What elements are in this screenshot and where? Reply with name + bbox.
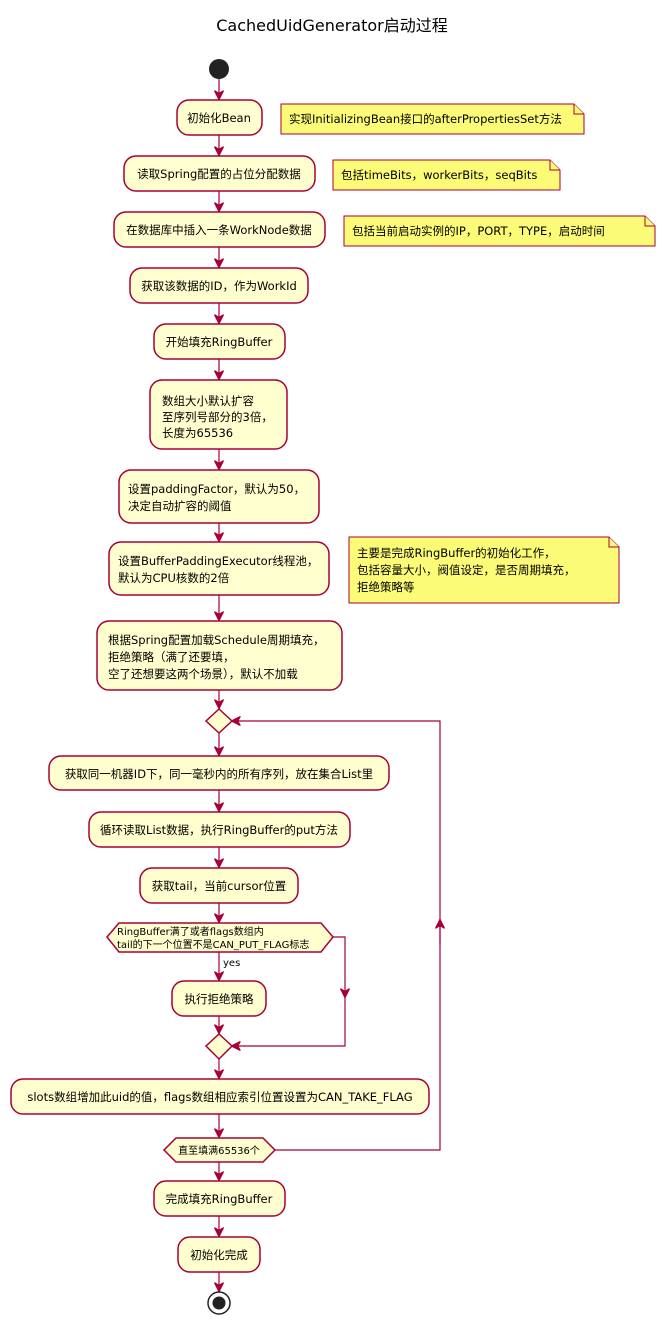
- activity-label-line: 空了还想要这两个场景），默认不加载: [108, 667, 298, 681]
- condition-ringbuffer-full: RingBuffer满了或者flags数组内 tail的下一个位置不是CAN_P…: [106, 922, 334, 953]
- activity-label: 在数据库中插入一条WorkNode数据: [126, 223, 312, 237]
- note-text-line: 包括容量大小，阀值设定，是否周期填充，: [357, 563, 576, 577]
- activity-label: 获取同一机器ID下，同一毫秒内的所有序列，放在集合List里: [65, 767, 373, 781]
- diagram-title: CachedUidGenerator启动过程: [216, 16, 447, 35]
- activity-loop-put: 循环读取List数据，执行RingBuffer的put方法: [88, 811, 351, 848]
- activity-read-spring: 读取Spring配置的占位分配数据: [123, 155, 316, 192]
- condition-label-line: RingBuffer满了或者flags数组内: [117, 925, 264, 938]
- activity-label-line: 设置BufferPaddingExecutor线程池，: [118, 554, 318, 568]
- activity-finish-fill: 完成填充RingBuffer: [153, 1180, 286, 1217]
- activity-padding-executor: 设置BufferPaddingExecutor线程池， 默认为CPU核数的2倍: [108, 541, 330, 596]
- activity-init-bean: 初始化Bean: [176, 99, 263, 136]
- activity-label-line: 拒绝策略（满了还要填，: [108, 650, 235, 664]
- activity-label-line: 默认为CPU核数的2倍: [118, 571, 230, 585]
- activity-slots-update: slots数组增加此uid的值，flags数组相应索引位置设置为CAN_TAKE…: [10, 1078, 430, 1115]
- activity-label: 初始化Bean: [187, 111, 251, 125]
- activity-init-done: 初始化完成: [177, 1236, 261, 1273]
- activity-label: 获取tail，当前cursor位置: [152, 879, 287, 893]
- note-ringbuffer-init: 主要是完成RingBuffer的初始化工作， 包括容量大小，阀值设定，是否周期填…: [348, 536, 620, 604]
- note-initializing-bean: 实现InitializingBean接口的afterPropertiesSet方…: [280, 103, 585, 135]
- note-text: 实现InitializingBean接口的afterPropertiesSet方…: [289, 112, 562, 126]
- activity-padding-factor: 设置paddingFactor，默认为50， 决定自动扩容的阈值: [118, 469, 320, 524]
- end-node: [207, 1291, 231, 1315]
- note-bit-fields: 包括timeBits，workerBits，seqBits: [332, 159, 561, 191]
- activity-insert-worknode: 在数据库中插入一条WorkNode数据: [113, 211, 326, 248]
- start-node: [209, 59, 229, 79]
- note-instance-info: 包括当前启动实例的IP，PORT，TYPE，启动时间: [343, 215, 656, 247]
- activity-array-size: 数组大小默认扩容 至序列号部分的3倍， 长度为65536: [149, 379, 288, 450]
- activity-schedule-config: 根据Spring配置加载Schedule周期填充， 拒绝策略（满了还要填， 空了…: [96, 620, 343, 691]
- condition-label: 直至填满65536个: [178, 1144, 260, 1157]
- activity-get-id: 获取该数据的ID，作为WorkId: [129, 267, 309, 304]
- activity-label-line: 至序列号部分的3倍，: [162, 410, 273, 424]
- branch-yes-label: yes: [223, 958, 240, 969]
- activity-label: 读取Spring配置的占位分配数据: [137, 167, 301, 181]
- note-text-line: 拒绝策略等: [357, 580, 415, 594]
- flow-lines: [219, 79, 440, 1291]
- activity-label: 获取该数据的ID，作为WorkId: [141, 279, 297, 293]
- activity-label-line: 长度为65536: [162, 426, 233, 440]
- activity-label-line: 根据Spring配置加载Schedule周期填充，: [108, 633, 324, 647]
- activity-label: 循环读取List数据，执行RingBuffer的put方法: [100, 823, 338, 837]
- activity-label: slots数组增加此uid的值，flags数组相应索引位置设置为CAN_TAKE…: [27, 1090, 412, 1104]
- merge-diamond: [204, 1032, 234, 1061]
- activity-reject-policy: 执行拒绝策略: [171, 980, 267, 1017]
- activity-label: 初始化完成: [190, 1248, 248, 1262]
- note-text-line: 主要是完成RingBuffer的初始化工作，: [357, 546, 556, 560]
- condition-repeat-until: 直至填满65536个: [162, 1137, 277, 1163]
- activity-label-line: 数组大小默认扩容: [162, 394, 254, 408]
- repeat-start-diamond: [204, 707, 234, 735]
- note-text: 包括当前启动实例的IP，PORT，TYPE，启动时间: [352, 224, 605, 238]
- activity-get-sequences: 获取同一机器ID下，同一毫秒内的所有序列，放在集合List里: [48, 755, 390, 791]
- activity-get-tail: 获取tail，当前cursor位置: [139, 867, 299, 904]
- activity-label-line: 决定自动扩容的阈值: [128, 499, 232, 513]
- activity-label: 开始填充RingBuffer: [166, 335, 273, 349]
- activity-label: 执行拒绝策略: [185, 992, 254, 1006]
- note-text: 包括timeBits，workerBits，seqBits: [341, 168, 537, 182]
- activity-start-fill: 开始填充RingBuffer: [153, 323, 286, 360]
- condition-label-line: tail的下一个位置不是CAN_PUT_FLAG标志: [117, 938, 309, 951]
- activity-label-line: 设置paddingFactor，默认为50，: [128, 482, 305, 496]
- activity-label: 完成填充RingBuffer: [166, 1192, 273, 1206]
